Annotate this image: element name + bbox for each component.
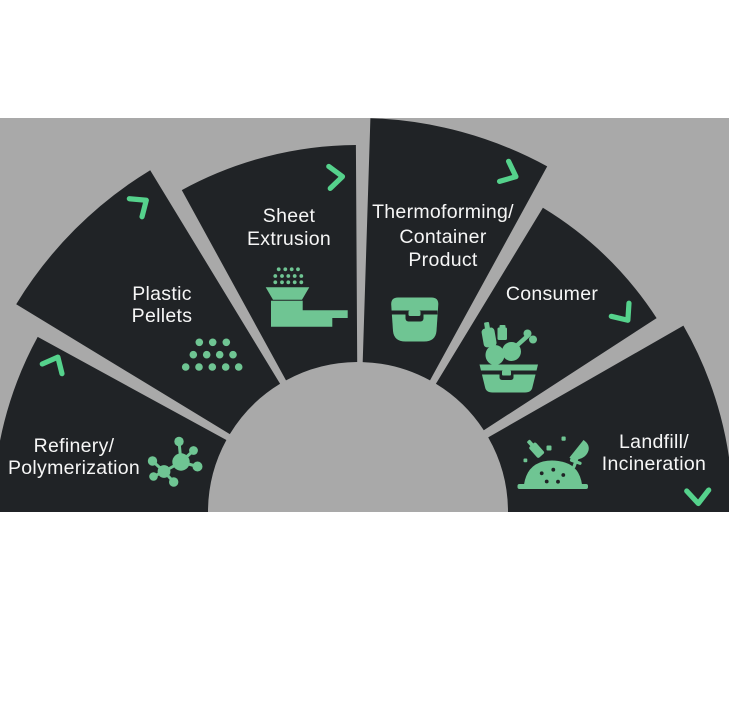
segment-label: Polymerization (8, 457, 140, 479)
segment-sheet-extrusion: Sheet Extrusion (181, 145, 358, 381)
segment-label: Plastic (132, 283, 192, 305)
segment-label: Pellets (132, 305, 193, 327)
segment-label: Sheet (263, 205, 316, 227)
flow-chevron-icon (608, 300, 632, 323)
segment-thermoforming-container-product: Thermoforming/ Container Product (362, 118, 548, 381)
segment-label: Incineration (602, 453, 706, 475)
flow-chevron-icon (326, 163, 346, 192)
segment-label: Thermoforming/ (372, 201, 514, 223)
segment-label: Extrusion (247, 228, 331, 250)
flow-chevron-icon (126, 196, 149, 220)
segment-refinery-polymerization: Refinery/ Polymerization (0, 336, 227, 512)
flow-chevron-icon (684, 487, 712, 507)
segment-label: Landfill/ (619, 431, 689, 453)
consumer-goods-icon (479, 321, 538, 393)
segment-consumer: Consumer (435, 207, 657, 431)
segment-label: Container (399, 226, 486, 248)
segment-label: Refinery/ (34, 435, 115, 457)
landfill-shovel-icon (517, 436, 589, 489)
sheet-extruder-icon (265, 267, 348, 327)
container-clamshell-icon (391, 297, 439, 342)
flow-chevron-icon (496, 158, 519, 184)
segment-landfill-incineration: Landfill/ Incineration (488, 325, 729, 512)
segment-label: Product (408, 249, 478, 271)
segment-plastic-pellets: Plastic Pellets (16, 170, 281, 435)
molecule-icon (147, 436, 203, 487)
segment-label: Consumer (506, 283, 599, 305)
flow-chevron-icon (39, 354, 65, 377)
plastic-pellets-icon (181, 338, 243, 371)
